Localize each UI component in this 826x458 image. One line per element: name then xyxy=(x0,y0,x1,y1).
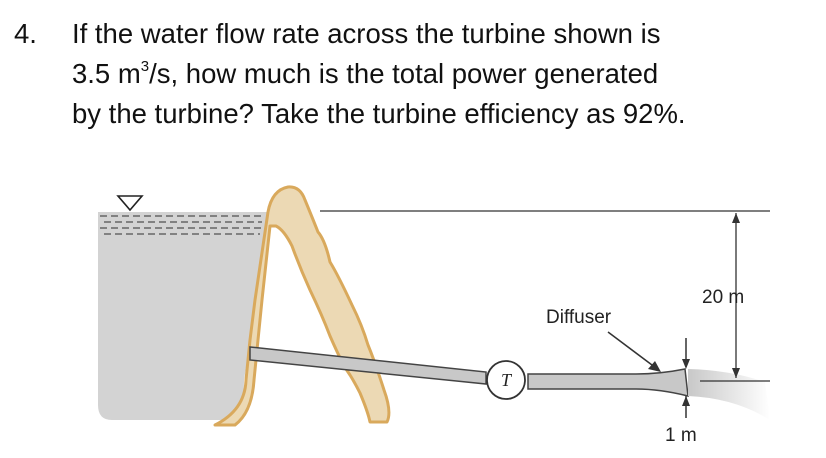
problem-line-1: If the water flow rate across the turbin… xyxy=(72,18,661,49)
turbine-label: T xyxy=(501,370,513,390)
problem-number: 4. xyxy=(14,18,37,49)
water-surface-dashes xyxy=(100,215,265,235)
depth-arrowhead-bottom xyxy=(682,396,690,406)
height-arrowhead-top xyxy=(732,213,740,223)
problem-text: If the water flow rate across the turbin… xyxy=(72,14,686,134)
outlet-pipe xyxy=(527,368,689,397)
diffuser-label: Diffuser xyxy=(546,307,612,328)
problem-line-2: 3.5 m3/s, how much is the total power ge… xyxy=(72,54,686,94)
penstock-pipe xyxy=(249,346,487,385)
diffuser-leader-line xyxy=(607,331,657,369)
problem-line-3: by the turbine? Take the turbine efficie… xyxy=(72,98,686,129)
height-label: 20 m xyxy=(702,287,744,308)
reservoir-water xyxy=(98,212,268,420)
height-arrowhead-bottom xyxy=(732,368,740,378)
turbine-circle xyxy=(486,360,526,400)
outlet-jet xyxy=(688,369,770,420)
problem-line-2-rest: /s, how much is the total power generate… xyxy=(149,58,659,89)
diffuser-arrowhead xyxy=(648,361,661,372)
flow-rate-exponent: 3 xyxy=(140,57,150,75)
flow-rate-value: 3.5 m xyxy=(72,58,141,89)
free-surface-triangle xyxy=(116,195,144,212)
depth-label: 1 m xyxy=(665,425,697,446)
depth-arrowhead-top xyxy=(682,359,690,369)
